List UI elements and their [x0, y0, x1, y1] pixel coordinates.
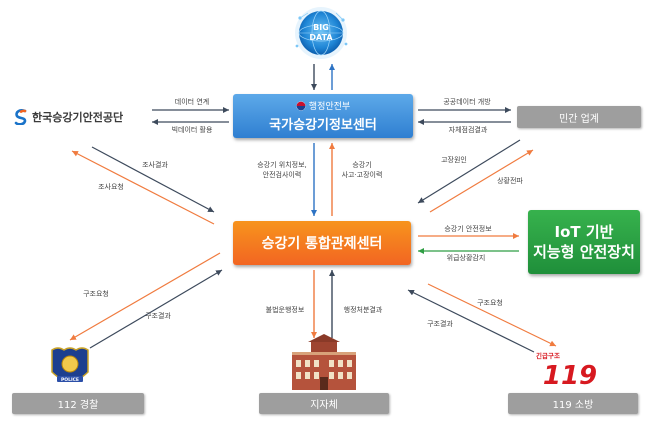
arrow-situation-spread	[429, 149, 534, 213]
label-self-check: 자체점검결과	[448, 126, 488, 134]
city-hall-icon	[292, 334, 356, 390]
kesi-organization: 한국승강기안전공단	[14, 104, 144, 130]
fire-logo-top: 긴급구조	[536, 351, 560, 360]
arrow-rescue-result-police	[89, 269, 223, 349]
label-bigdata-use: 빅데이터 활용	[171, 126, 213, 134]
label-accident-2: 사고·고장이력	[341, 171, 383, 179]
private-industry-box: 민간 업계	[517, 106, 641, 128]
ministry-row: 행정안전부	[296, 99, 350, 112]
kesi-name: 한국승강기안전공단	[32, 111, 124, 124]
label-accident-1: 승강기	[352, 161, 372, 169]
arrow-survey-result	[91, 146, 215, 213]
label-rescue-request-police: 구조요청	[83, 290, 109, 298]
ministry-emblem-icon	[296, 100, 306, 111]
bigdata-label-line2: DATA	[309, 33, 333, 42]
label-rescue-result-fire: 구조결과	[427, 320, 453, 328]
label-emergency-detect: 위급상황감지	[446, 254, 486, 262]
label-data-link: 데이터 연계	[174, 98, 210, 106]
iot-line2: 지능형 안전장치	[533, 243, 635, 261]
label-open-data: 공공데이터 개방	[443, 98, 491, 106]
fire-119-box: 119 소방	[508, 393, 638, 414]
arrow-rescue-request-fire	[427, 283, 557, 347]
arrow-survey-request	[71, 150, 215, 225]
label-fault-cause: 고장원인	[441, 156, 467, 164]
label-rescue-request-fire: 구조요청	[477, 299, 503, 307]
arrow-rescue-request-police	[69, 252, 221, 341]
police-badge-icon	[51, 347, 89, 382]
ministry-name: 행정안전부	[308, 102, 351, 112]
police-112-box: 112 경찰	[12, 393, 144, 414]
label-admin-result: 행정처분결과	[343, 306, 383, 314]
label-safety-info: 승강기 안전정보	[444, 225, 492, 233]
iot-safety-device: IoT 기반 지능형 안전장치	[528, 210, 640, 274]
arrow-fault-cause	[417, 139, 521, 204]
fire-logo-number: 119	[543, 361, 597, 391]
label-situation-spread: 상황전파	[497, 177, 523, 185]
bigdata-label-line1: BIG	[313, 23, 329, 32]
label-illegal-op: 불법운행정보	[265, 306, 305, 314]
local-government-box: 지자체	[259, 393, 389, 414]
integrated-control-center: 승강기 통합관제센터	[233, 221, 411, 265]
iot-line1: IoT 기반	[554, 223, 614, 241]
national-center-title: 국가승강기정보센터	[269, 118, 377, 133]
label-survey-result: 조사결과	[142, 161, 168, 169]
label-location-info-2: 안전검사이력	[262, 171, 302, 179]
kesi-logo-icon	[14, 109, 27, 125]
arrow-rescue-result-fire	[407, 289, 535, 353]
label-rescue-result-police: 구조결과	[145, 312, 171, 320]
police-badge-text: POLICE	[61, 377, 79, 383]
bigdata-globe-icon	[295, 7, 348, 59]
national-elevator-info-center: 행정안전부 국가승강기정보센터	[233, 94, 413, 138]
label-survey-request: 조사요청	[98, 183, 124, 191]
label-location-info-1: 승강기 위치정보,	[257, 161, 307, 169]
